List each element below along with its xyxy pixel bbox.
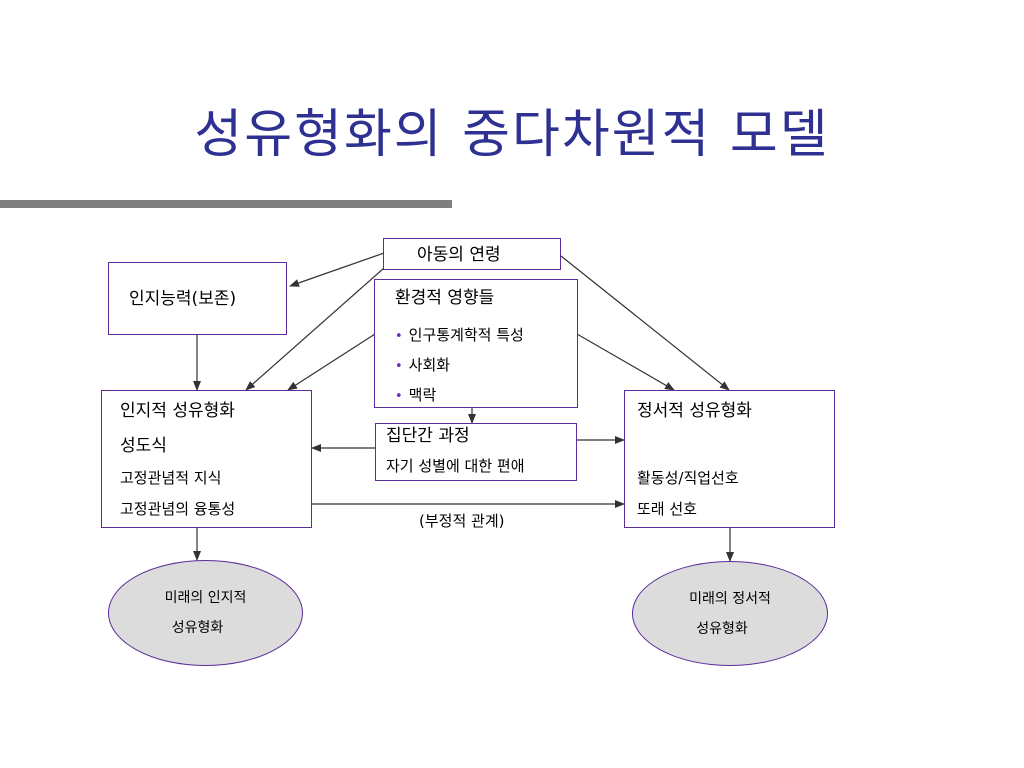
future-cognitive-line: 미래의 인지적 bbox=[164, 590, 247, 606]
node-intergroup-process-sub: 자기 성별에 대한 편애 bbox=[386, 457, 525, 475]
environment-item: •인구통계학적 특성 bbox=[395, 326, 524, 344]
node-child-age: 아동의 연령 bbox=[383, 238, 561, 270]
affective-typing-item: 또래 선호 bbox=[637, 500, 697, 518]
arrow-age-to-affective-typing bbox=[560, 255, 730, 391]
node-cognitive-sex-typing: 인지적 성유형화 성도식 고정관념적 지식 고정관념의 융통성 bbox=[101, 390, 312, 528]
environment-item: •맥락 bbox=[395, 386, 437, 404]
node-affective-sex-typing: 정서적 성유형화 활동성/직업선호 또래 선호 bbox=[624, 390, 835, 528]
future-affective-line: 미래의 정서적 bbox=[689, 590, 771, 607]
node-cognitive-sex-typing-schema: 성도식 bbox=[120, 436, 167, 456]
title-underline-bar bbox=[0, 200, 452, 208]
arrow-age-to-cognitive-ability bbox=[289, 252, 385, 287]
cognitive-typing-item: 고정관념적 지식 bbox=[120, 469, 222, 487]
edge-label-negative-relation: (부정적 관계) bbox=[419, 512, 505, 530]
node-cognitive-ability-label: 인지능력(보존) bbox=[129, 289, 237, 309]
node-child-age-label: 아동의 연령 bbox=[417, 245, 501, 265]
bullet-dot-icon: • bbox=[395, 359, 403, 374]
node-intergroup-process: 집단간 과정 자기 성별에 대한 편애 bbox=[375, 423, 577, 481]
bullet-dot-icon: • bbox=[395, 329, 403, 344]
node-environmental-influences: 환경적 영향들 •인구통계학적 특성 •사회화 •맥락 bbox=[374, 279, 578, 408]
node-affective-sex-typing-label: 정서적 성유형화 bbox=[637, 401, 752, 421]
node-cognitive-ability: 인지능력(보존) bbox=[108, 262, 287, 335]
affective-typing-item: 활동성/직업선호 bbox=[637, 469, 739, 487]
slide-title: 성유형화의 중다차원적 모델 bbox=[194, 105, 830, 165]
node-environmental-influences-label: 환경적 영향들 bbox=[395, 288, 495, 308]
node-cognitive-sex-typing-label: 인지적 성유형화 bbox=[120, 401, 235, 421]
environment-item: •사회화 bbox=[395, 356, 451, 374]
future-cognitive-line: 성유형화 bbox=[171, 620, 224, 636]
node-intergroup-process-label: 집단간 과정 bbox=[386, 426, 470, 446]
bullet-dot-icon: • bbox=[395, 389, 403, 404]
arrow-environment-to-cognitive-typing bbox=[287, 333, 376, 391]
future-affective-line: 성유형화 bbox=[696, 620, 748, 637]
node-future-cognitive-typing: 미래의 인지적 성유형화 bbox=[108, 560, 303, 666]
arrow-environment-to-affective-typing bbox=[576, 333, 675, 391]
node-future-affective-typing: 미래의 정서적 성유형화 bbox=[632, 561, 828, 666]
cognitive-typing-item: 고정관념의 융통성 bbox=[120, 500, 236, 518]
